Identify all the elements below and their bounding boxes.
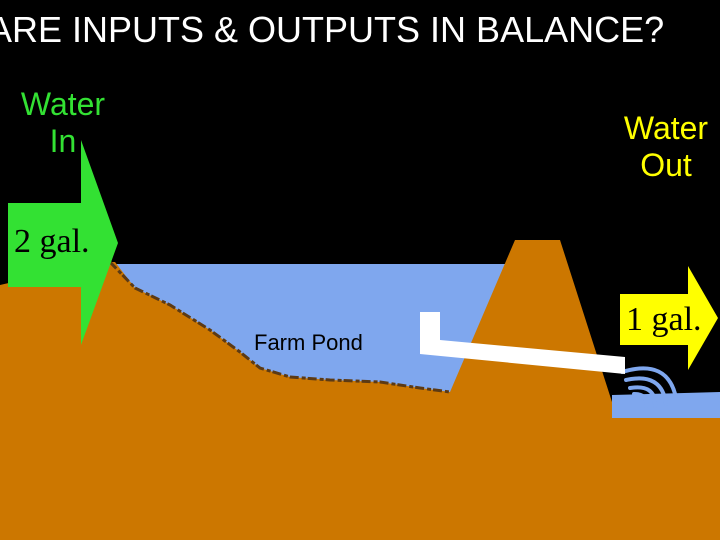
outlet-pipe <box>420 312 625 374</box>
output-amount: 1 gal. <box>626 301 702 338</box>
input-arrow <box>8 140 118 345</box>
water-out-label: Water Out <box>610 110 720 184</box>
pond-bottom-edge <box>108 260 451 394</box>
water-in-label-line1: Water <box>20 86 106 122</box>
input-amount: 2 gal. <box>14 223 90 260</box>
water-in-label-line2: In <box>49 122 77 159</box>
pond-label: Farm Pond <box>254 330 363 355</box>
page-title: ARE INPUTS & OUTPUTS IN BALANCE? <box>0 9 665 50</box>
water-out-label-line2: Out <box>640 146 692 183</box>
water-out-label-line1: Water <box>623 110 709 146</box>
earth-ground <box>0 240 720 540</box>
water-in-label: Water In <box>8 86 118 160</box>
output-arrow <box>620 266 718 370</box>
outflow-spray <box>620 366 678 408</box>
